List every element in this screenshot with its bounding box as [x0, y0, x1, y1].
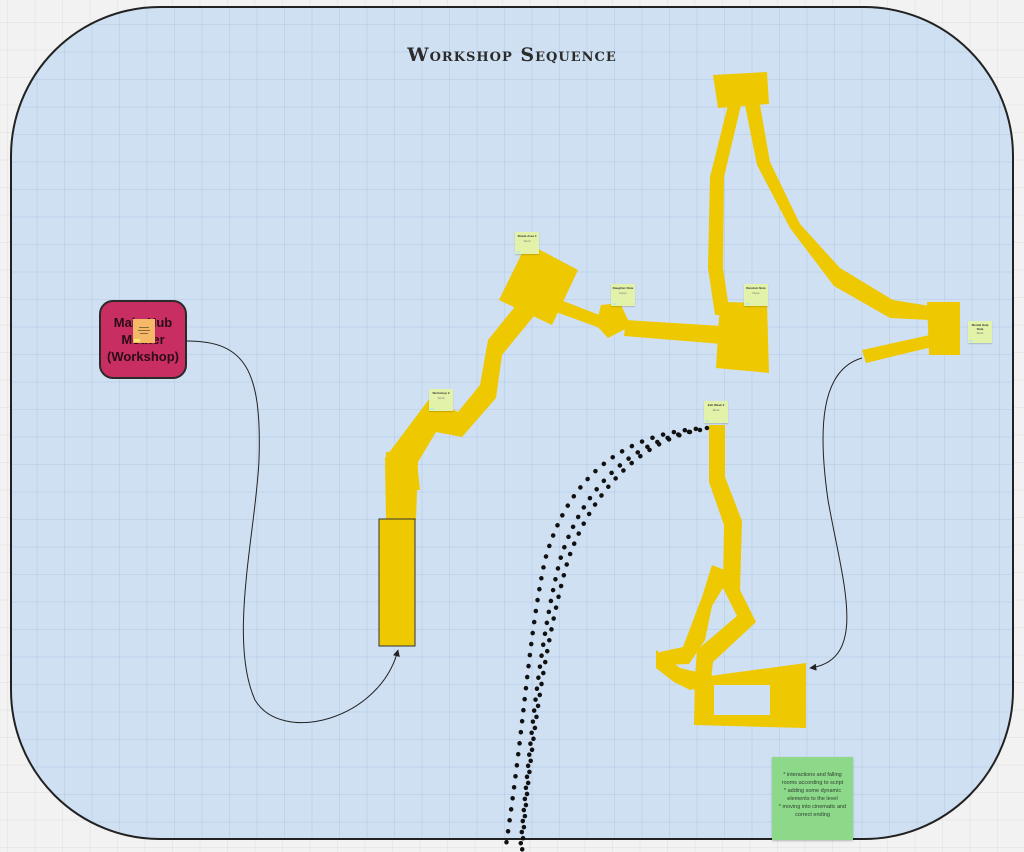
- workshop-frame[interactable]: [10, 6, 1014, 840]
- level-path-west[interactable]: [385, 298, 538, 520]
- hub-to-start-connector[interactable]: [186, 340, 400, 723]
- sticky-note-random[interactable]: Random Note Ryan: [744, 284, 768, 306]
- board-title: Workshop Sequence: [407, 44, 617, 66]
- comment-sticky-note[interactable]: * interactions and falling rooms accordi…: [772, 757, 853, 840]
- sticky-note-daughter[interactable]: Daughter Note Ryan: [611, 284, 635, 306]
- dotted-trail-middle: [517, 427, 703, 852]
- south-room-hole: [714, 685, 770, 715]
- dotted-trail-outer: [502, 425, 710, 852]
- north-to-south-connector[interactable]: [809, 357, 863, 671]
- sticky-note-exit[interactable]: Exit Week 2 Mark: [704, 401, 728, 423]
- start-room[interactable]: [378, 518, 416, 647]
- hub-note-tag: [134, 339, 140, 342]
- sticky-note-shade-area[interactable]: Shade Area 4 Scott: [515, 232, 539, 254]
- sticky-note-mental-help[interactable]: Mental Help Rula Mark: [968, 321, 992, 343]
- sticky-note-workshop[interactable]: Workshop 2 Scott: [429, 389, 453, 411]
- daughter-room[interactable]: [716, 302, 769, 373]
- comment-text: * interactions and falling rooms accordi…: [778, 772, 847, 818]
- level-path-south[interactable]: [656, 425, 806, 728]
- level-path-north[interactable]: [708, 72, 960, 363]
- hub-sticky-note[interactable]: [133, 319, 155, 343]
- dotted-trail-inner: [519, 429, 693, 852]
- level-path-center[interactable]: [534, 292, 722, 344]
